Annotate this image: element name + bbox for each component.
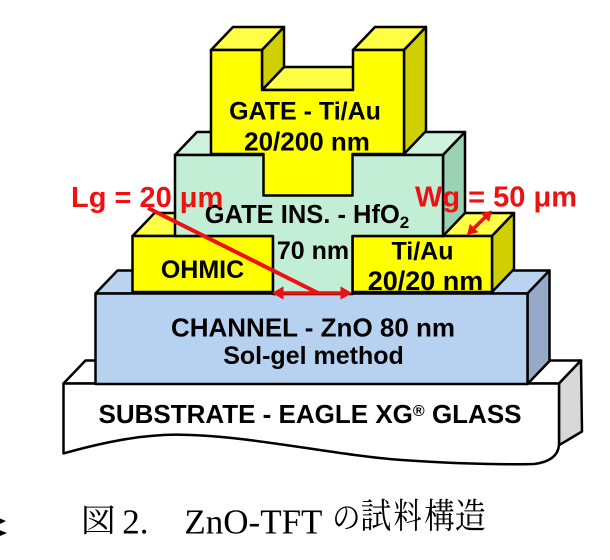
svg-text:CHANNEL - ZnO 80 nm: CHANNEL - ZnO 80 nm <box>171 312 455 342</box>
svg-text:GATE INS. - HfO2: GATE INS. - HfO2 <box>205 201 410 232</box>
svg-text:ZnO-TFT: ZnO-TFT <box>184 502 322 541</box>
svg-text:Lg = 20 μm: Lg = 20 μm <box>71 182 223 214</box>
svg-text:GATE - Ti/Au: GATE - Ti/Au <box>229 98 381 126</box>
svg-text:Sol-gel method: Sol-gel method <box>223 342 404 370</box>
svg-text:2.: 2. <box>122 502 148 541</box>
svg-text:Wg = 50 μm: Wg = 50 μm <box>415 182 577 214</box>
svg-text:OHMIC: OHMIC <box>161 256 244 284</box>
svg-text:20/20 nm: 20/20 nm <box>368 266 484 296</box>
svg-text:70 nm: 70 nm <box>277 237 349 265</box>
svg-text:SUBSTRATE - EAGLE XG® GLASS: SUBSTRATE - EAGLE XG® GLASS <box>98 399 521 429</box>
svg-text:20/200 nm: 20/200 nm <box>244 127 370 157</box>
svg-text:Ti/Au: Ti/Au <box>391 238 453 266</box>
